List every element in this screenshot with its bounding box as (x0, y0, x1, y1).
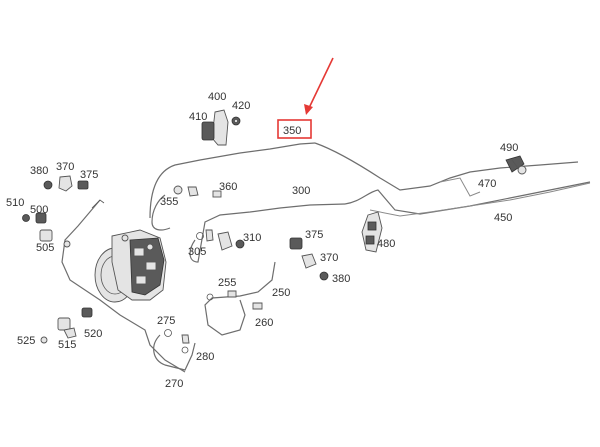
callout-360: 360 (219, 181, 237, 193)
pipe-450 (369, 177, 591, 217)
callout-275: 275 (157, 315, 175, 327)
bracket-480 (361, 211, 383, 253)
callout-520: 520 (84, 328, 102, 340)
highlight-arrow (304, 57, 334, 115)
fittings-275-280 (164, 329, 190, 354)
callout-420: 420 (232, 100, 250, 112)
callout-350: 350 (283, 125, 301, 137)
callout-450: 450 (494, 212, 512, 224)
bracket-400-410 (201, 109, 241, 146)
callout-410: 410 (189, 111, 207, 123)
callout-250: 250 (272, 287, 290, 299)
callout-505: 505 (36, 242, 54, 254)
callout-370-left: 370 (56, 161, 74, 173)
pipe-270 (153, 334, 196, 371)
callouts: 350 400 420 410 490 470 450 380 370 375 … (6, 91, 518, 390)
callout-510: 510 (6, 197, 24, 209)
pipe-300 (189, 181, 591, 263)
callout-355: 355 (160, 196, 178, 208)
callout-270: 270 (165, 378, 183, 390)
callout-400: 400 (208, 91, 226, 103)
callout-370-right: 370 (320, 252, 338, 264)
fittings-255-260 (206, 290, 263, 310)
callout-260: 260 (255, 317, 273, 329)
pipe-350 (149, 142, 579, 231)
callout-255: 255 (218, 277, 236, 289)
clip-group-bottom-left (40, 307, 93, 344)
pipe-250 (204, 261, 276, 336)
clip-group-right (289, 237, 329, 281)
fittings-310-305 (196, 229, 245, 251)
callout-305: 305 (188, 246, 206, 258)
callout-375-left: 375 (80, 169, 98, 181)
callout-525: 525 (17, 335, 35, 347)
callout-280: 280 (196, 351, 214, 363)
valve-490 (505, 155, 527, 175)
callout-300: 300 (292, 185, 310, 197)
callout-500: 500 (30, 204, 48, 216)
clip-group-left (22, 175, 105, 248)
callout-515: 515 (58, 339, 76, 351)
callout-310: 310 (243, 232, 261, 244)
callout-490: 490 (500, 142, 518, 154)
fittings-360-355 (173, 185, 222, 198)
pipe-505 (61, 199, 186, 373)
callout-480: 480 (377, 238, 395, 250)
abs-hydraulic-unit (94, 229, 167, 303)
callout-470: 470 (478, 178, 496, 190)
callout-375-right: 375 (305, 229, 323, 241)
callout-380-right: 380 (332, 273, 350, 285)
callout-380-left: 380 (30, 165, 48, 177)
highlight-box (277, 119, 312, 139)
